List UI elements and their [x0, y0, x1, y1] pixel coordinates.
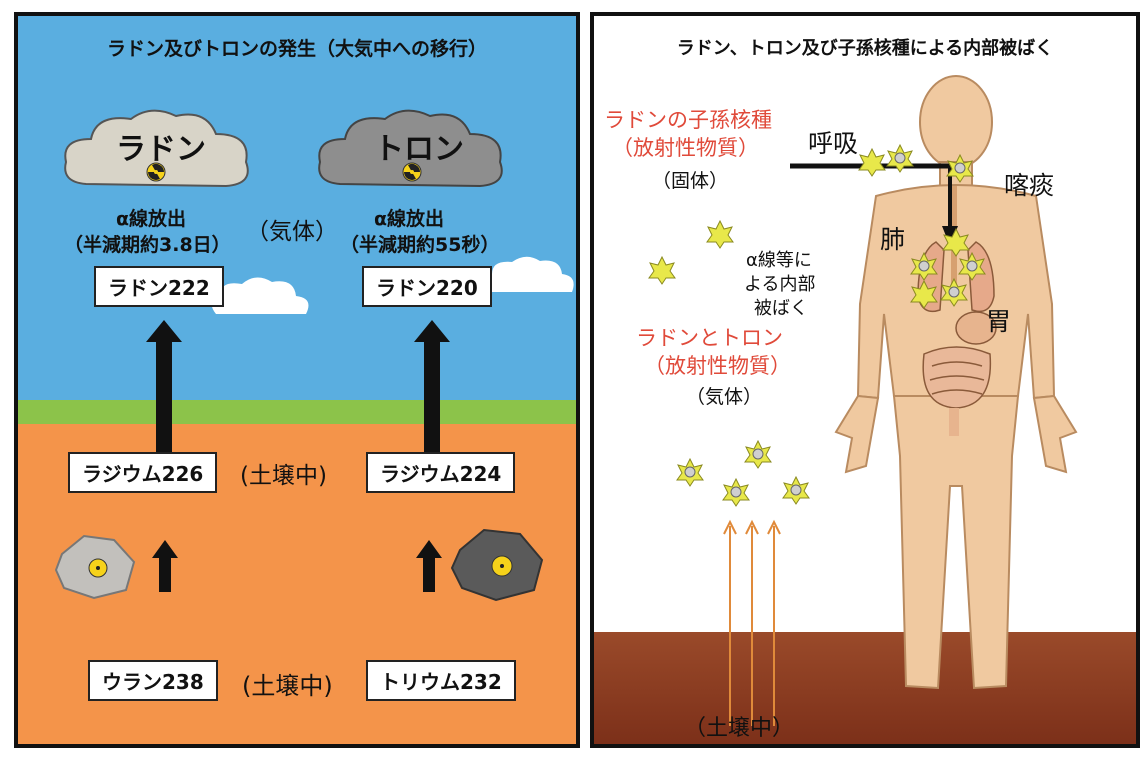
radon-thoron-label: ラドンとトロン	[636, 326, 783, 350]
sputum-label: 喀痰	[1004, 171, 1055, 200]
up-arrow-small	[416, 540, 442, 592]
stomach-label: 胃	[986, 307, 1012, 336]
thorium-rock	[450, 528, 544, 602]
thoron-cloud-label: トロン	[374, 132, 464, 167]
uranium238-box: ウラン238	[88, 660, 218, 701]
small-cloud	[211, 277, 309, 314]
ground-strip	[594, 632, 1136, 744]
up-arrow	[414, 320, 450, 454]
thoron-halflife-label: （半減期約55秒）	[340, 234, 500, 256]
radiation-icon	[402, 162, 422, 182]
thoron-alpha-label: α線放出	[374, 208, 445, 230]
gas-emission-arrows	[723, 519, 781, 726]
radium226-box: ラジウム226	[68, 452, 218, 493]
radon220-box: ラドン220	[362, 266, 492, 307]
gas-label: （気体）	[686, 386, 763, 408]
radium224-box: ラジウム224	[366, 452, 516, 493]
uranium-rock	[54, 534, 136, 600]
radiation-icon	[146, 162, 166, 182]
soil-label: (土壌中)	[242, 672, 333, 700]
progeny-subtitle: （放射性物質）	[612, 136, 759, 160]
radon-thoron-generation-panel: ラドン及びトロンの発生（大気中への移行） ラドン トロン α線放出 （半減期約3…	[14, 12, 580, 748]
breathing-label: 呼吸	[808, 129, 859, 158]
radon222-box: ラドン222	[94, 266, 224, 307]
gas-label: （気体）	[246, 219, 338, 245]
thorium232-box: トリウム232	[366, 660, 516, 701]
thoron-cloud	[318, 109, 503, 188]
internal-exposure-line2: よる内部	[744, 274, 816, 295]
radon-halflife-label: （半減期約3.8日）	[64, 234, 231, 256]
lung-label: 肺	[880, 225, 906, 254]
grass-strip	[18, 400, 576, 424]
up-arrow-small	[152, 540, 178, 592]
radon-alpha-label: α線放出	[116, 208, 187, 230]
progeny-label: ラドンの子孫核種	[604, 108, 772, 132]
small-cloud	[484, 256, 574, 292]
solid-label: （固体）	[652, 170, 729, 192]
internal-exposure-line3: 被ばく	[754, 298, 808, 319]
right-panel-title: ラドン、トロン及び子孫核種による内部被ばく	[676, 38, 1054, 59]
soil-label: （土壌中）	[684, 716, 795, 741]
radon-thoron-subtitle: （放射性物質）	[644, 354, 791, 378]
soil-label: (土壌中)	[240, 463, 327, 489]
radon-cloud	[64, 109, 249, 188]
left-panel-title: ラドン及びトロンの発生（大気中への移行）	[106, 38, 487, 60]
internal-exposure-line1: α線等に	[746, 250, 812, 271]
internal-exposure-panel: ラドン、トロン及び子孫核種による内部被ばく	[590, 12, 1140, 748]
radon-cloud-label: ラドン	[116, 132, 206, 167]
up-arrow	[146, 320, 182, 454]
